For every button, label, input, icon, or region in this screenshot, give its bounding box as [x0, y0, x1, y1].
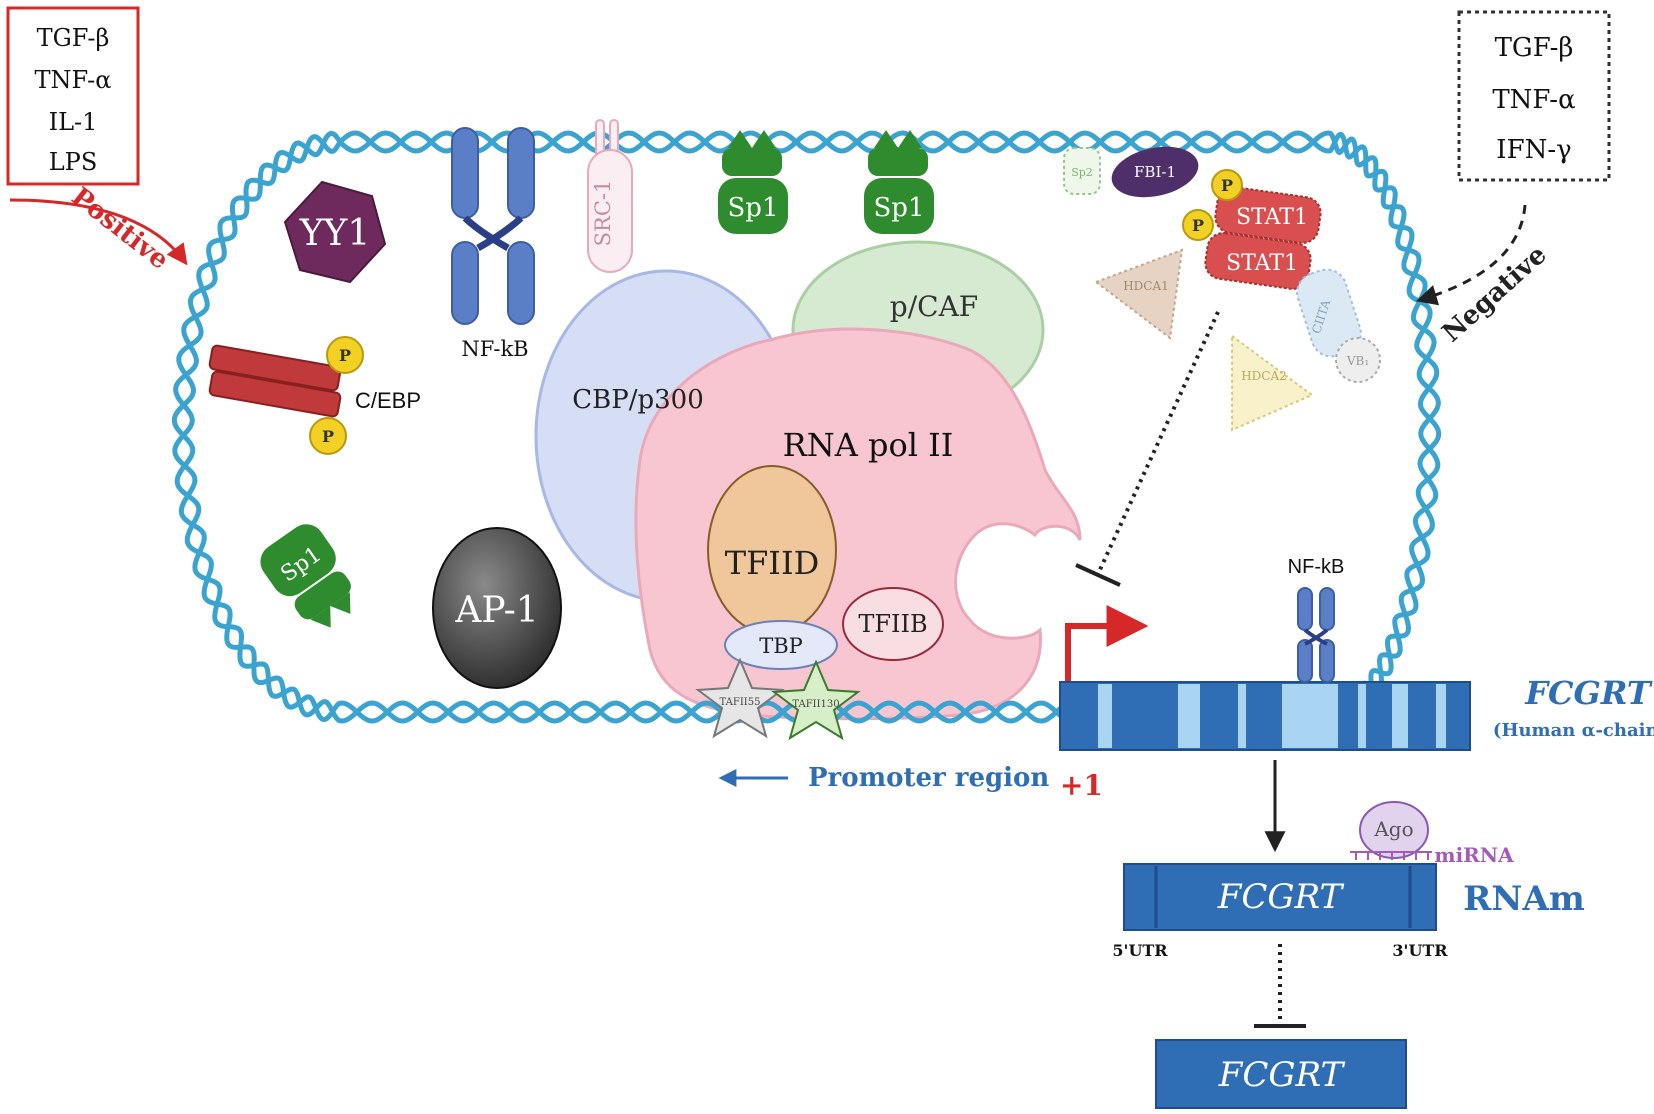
ap1-label: AP-1	[454, 590, 538, 631]
stat1-phospho-b: P	[1182, 209, 1214, 241]
plus1-label: +1	[1060, 769, 1103, 802]
sp1-top-a	[718, 130, 788, 234]
stat1-inhibition-line	[1096, 311, 1220, 575]
utr3-label: 3'UTR	[1392, 941, 1448, 960]
tbp-shape	[724, 620, 838, 670]
stat1-b-label: STAT1	[1226, 251, 1298, 276]
vbi-shape	[1335, 337, 1381, 383]
nfkb-dimer-gene	[1297, 587, 1335, 683]
stat1-b-shape	[1204, 232, 1312, 290]
tafii130-shape	[771, 659, 861, 741]
nfkb-top-label: NF-kB	[461, 337, 528, 361]
fcgrt-mrna-bar	[1123, 863, 1437, 931]
phospho-label: P	[1221, 176, 1233, 195]
positive-item-3: LPS	[49, 148, 98, 176]
fcgrt-protein-bar	[1155, 1039, 1407, 1109]
positive-stimuli-box	[6, 6, 140, 186]
mirna-label: miRNA	[1434, 843, 1514, 867]
fcgrt-gene-bar	[1059, 681, 1471, 751]
tfiib-shape	[842, 587, 944, 661]
pcaf-label: p/CAF	[890, 290, 978, 323]
hdac1-label: HDCA1	[1123, 279, 1169, 293]
ago-shape	[1359, 801, 1429, 859]
rna-pol-ii-label: RNA pol II	[783, 426, 954, 464]
hdac1-shape	[1093, 248, 1184, 340]
cebp-shape	[208, 344, 342, 418]
vbi-label: VB₁	[1346, 354, 1369, 368]
stat1-a-label: STAT1	[1236, 205, 1308, 230]
tafii55-label: TAFII55	[720, 697, 761, 708]
protein-name-label: FCGRT	[1218, 1055, 1346, 1095]
phospho-label: P	[322, 427, 334, 446]
cebp-phospho-b: P	[309, 417, 347, 455]
positive-label: Positive	[66, 182, 175, 276]
src1-shape	[587, 119, 633, 273]
positive-arrow	[9, 198, 188, 266]
stat1-phospho-a: P	[1211, 169, 1243, 201]
sp2-label: Sp2	[1071, 166, 1093, 179]
negative-item-1: TNF-α	[1492, 85, 1575, 115]
mrna-name-label: FCGRT	[1217, 877, 1345, 917]
phospho-label: P	[339, 346, 351, 365]
ap1-shape	[432, 527, 562, 689]
sp1-top-b	[864, 130, 934, 234]
tafii130-label: TAFII130	[792, 699, 839, 710]
gene-name-label: FCGRT	[1524, 674, 1653, 712]
cbp-p300-label: CBP/p300	[572, 385, 704, 415]
negative-item-0: TGF-β	[1495, 33, 1574, 63]
negative-label: Negative	[1437, 240, 1553, 349]
yy1-label: YY1	[299, 213, 370, 254]
tbp-label: TBP	[759, 634, 803, 658]
cebp-phospho-a: P	[326, 336, 364, 374]
tafii55-shape	[695, 657, 785, 739]
stat1-a-shape	[1214, 186, 1322, 244]
hdac2-shape	[1231, 334, 1314, 432]
ago-label: Ago	[1373, 817, 1413, 841]
src1-label: SRC-1	[591, 180, 615, 247]
tfiib-label: TFIIB	[858, 610, 927, 638]
promoter-label: Promoter region	[808, 763, 1049, 793]
hdac2-label: HDCA2	[1241, 369, 1287, 383]
ciita-shape	[1296, 268, 1362, 358]
yy1-hexagon	[283, 180, 387, 284]
positive-item-2: IL-1	[49, 108, 98, 136]
positive-item-0: TGF-β	[37, 24, 110, 52]
sp1-left	[260, 524, 351, 628]
fbi1-shape	[1111, 146, 1199, 198]
negative-arrow	[1415, 204, 1527, 306]
nfkb-gene-label: NF-kB	[1288, 556, 1345, 578]
stat1-inhibition-bar	[1075, 563, 1121, 587]
sp2-shape	[1063, 147, 1101, 195]
rnam-label: RNAm	[1463, 879, 1585, 919]
fbi1-label: FBI-1	[1134, 163, 1176, 181]
negative-stimuli-box	[1457, 10, 1611, 182]
mirna-strand	[1350, 851, 1432, 860]
phospho-label: P	[1192, 216, 1204, 235]
tfiid-label: TFIID	[725, 544, 819, 582]
nfkb-dimer-top	[451, 127, 535, 325]
cebp-label: C/EBP	[355, 388, 421, 413]
tss-arrow	[1065, 605, 1149, 700]
positive-item-1: TNF-α	[35, 66, 112, 94]
utr5-label: 5'UTR	[1112, 941, 1168, 960]
negative-item-2: IFN-γ	[1496, 135, 1571, 165]
sp1-top-a-label: Sp1	[728, 193, 779, 223]
sp1-top-b-label: Sp1	[874, 193, 925, 223]
gene-subtitle-label: (Human α-chain)	[1493, 720, 1654, 741]
